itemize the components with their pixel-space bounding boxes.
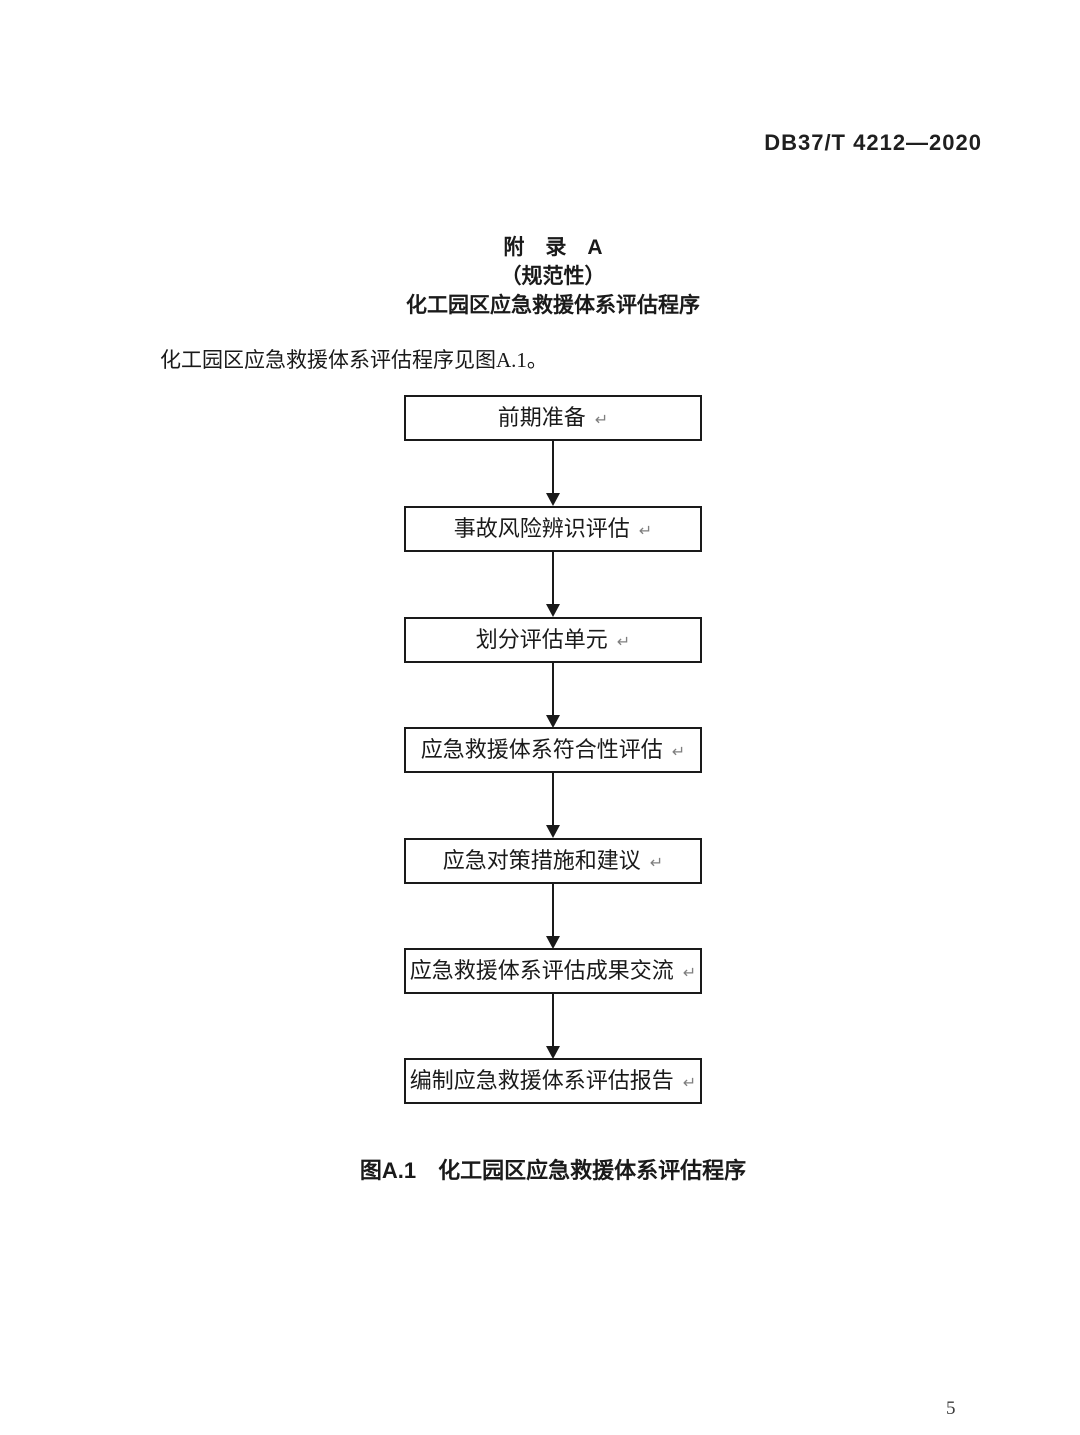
flow-arrow [546,441,560,506]
flow-box-countermeasures: 应急对策措施和建议 ↵ [404,838,702,884]
return-mark-icon: ↵ [638,521,653,540]
return-mark-icon: ↵ [616,632,631,651]
flow-box-risk-identification: 事故风险辨识评估 ↵ [404,506,702,552]
appendix-normative-label: （规范性） [500,265,606,288]
flow-box-label: 应急救援体系评估成果交流 [409,958,674,983]
appendix-title-block: 附 录 A （规范性） 化工园区应急救援体系评估程序 [26,233,1080,320]
flow-box-label: 前期准备 [497,405,586,430]
flow-box-unit-division: 划分评估单元 ↵ [404,617,702,663]
flow-box-conformity-evaluation: 应急救援体系符合性评估 ↵ [404,727,702,773]
flow-box-label: 应急对策措施和建议 [442,848,641,873]
flow-box-label: 划分评估单元 [475,627,608,652]
flow-box-preparation: 前期准备 ↵ [404,395,702,441]
flow-box-label: 事故风险辨识评估 [453,516,630,541]
flow-arrow [546,884,560,949]
flow-arrow [546,663,560,728]
intro-paragraph: 化工园区应急救援体系评估程序见图A.1。 [160,348,548,372]
figure-caption: 图A.1 化工园区应急救援体系评估程序 [359,1158,747,1183]
appendix-subtitle: 化工园区应急救援体系评估程序 [406,294,700,317]
flow-box-label: 应急救援体系符合性评估 [420,737,663,762]
flow-arrow [546,773,560,838]
flow-box-report-compilation: 编制应急救援体系评估报告 ↵ [404,1058,702,1104]
evaluation-procedure-flowchart: 前期准备 ↵ 事故风险辨识评估 ↵ 划分评估单元 ↵ 应急救援体系符合性评估 ↵ 应急对… [26,395,1080,1110]
return-mark-icon: ↵ [682,963,697,982]
standard-number-header: DB37/T 4212—2020 [764,130,982,155]
return-mark-icon: ↵ [594,410,609,429]
page-number: 5 [946,1398,956,1419]
flow-arrow [546,552,560,617]
return-mark-icon: ↵ [682,1073,697,1092]
return-mark-icon: ↵ [649,853,664,872]
flow-arrow [546,994,560,1059]
flow-box-label: 编制应急救援体系评估报告 [409,1068,674,1093]
flow-box-results-exchange: 应急救援体系评估成果交流 ↵ [404,948,702,994]
return-mark-icon: ↵ [671,742,686,761]
appendix-title: 附 录 A [503,236,603,259]
